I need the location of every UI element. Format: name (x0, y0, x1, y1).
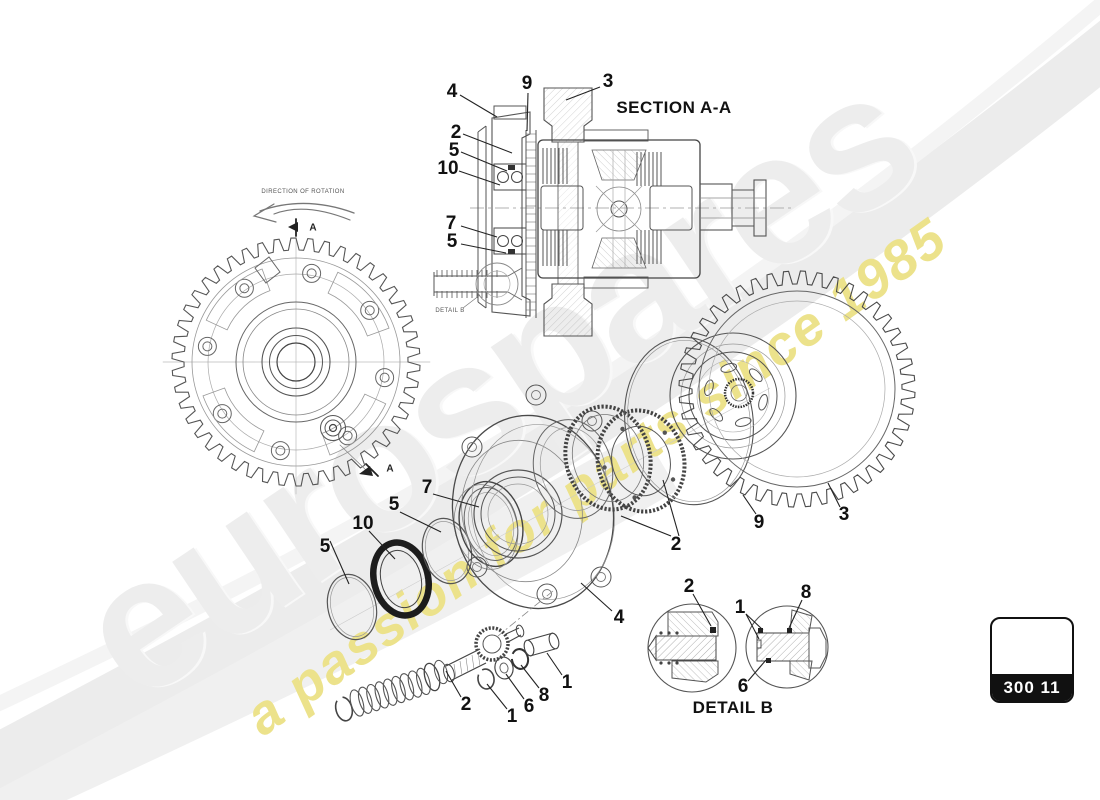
callout-6-detail: 6 (737, 676, 749, 697)
callout-8-snapring: 8 (538, 685, 550, 706)
exploded-view (326, 270, 916, 641)
section-title: SECTION A-A (616, 98, 732, 117)
callout-10: 10 (437, 158, 459, 179)
callout-2-discs: 2 (670, 534, 682, 555)
callout-5-ring2: 5 (388, 494, 400, 515)
callout-2: 2 (450, 122, 462, 143)
callout-2-shaft: 2 (460, 694, 472, 715)
callout-5b: 5 (446, 231, 458, 252)
detail-ref-label: DETAIL B (435, 308, 465, 314)
section-code-box[interactable]: 300 11 (990, 617, 1074, 703)
pinion-shaft-assembly (334, 624, 563, 722)
section-marker-a-bottom: A (386, 463, 394, 475)
detail-title: DETAIL B (692, 698, 774, 717)
detail-b-view (647, 593, 829, 693)
callout-2-detail: 2 (683, 576, 695, 597)
section-aa-view (433, 86, 792, 337)
callout-9-oring: 9 (753, 512, 765, 533)
callout-5-ring: 5 (319, 536, 331, 557)
callout-3: 3 (602, 71, 614, 92)
callout-3-ringgear: 3 (838, 504, 850, 525)
callout-4: 4 (446, 81, 458, 102)
callout-4-housing: 4 (613, 607, 625, 628)
front-gear-view (162, 202, 431, 495)
direction-of-rotation-label: DIRECTION OF ROTATION (261, 189, 345, 195)
callout-7: 7 (445, 213, 457, 234)
callout-9: 9 (521, 73, 533, 94)
callout-8-detail: 8 (800, 582, 812, 603)
section-code: 300 11 (992, 674, 1072, 701)
callout-1-detail: 1 (734, 597, 746, 618)
callout-10-ring: 10 (352, 513, 374, 534)
callout-1-pin: 1 (561, 672, 573, 693)
section-marker-a-top: A (309, 222, 317, 234)
callout-6-washer: 6 (523, 696, 535, 717)
callout-7-seal: 7 (421, 477, 433, 498)
callout-1-circlip: 1 (506, 706, 518, 727)
callout-5: 5 (448, 140, 460, 161)
